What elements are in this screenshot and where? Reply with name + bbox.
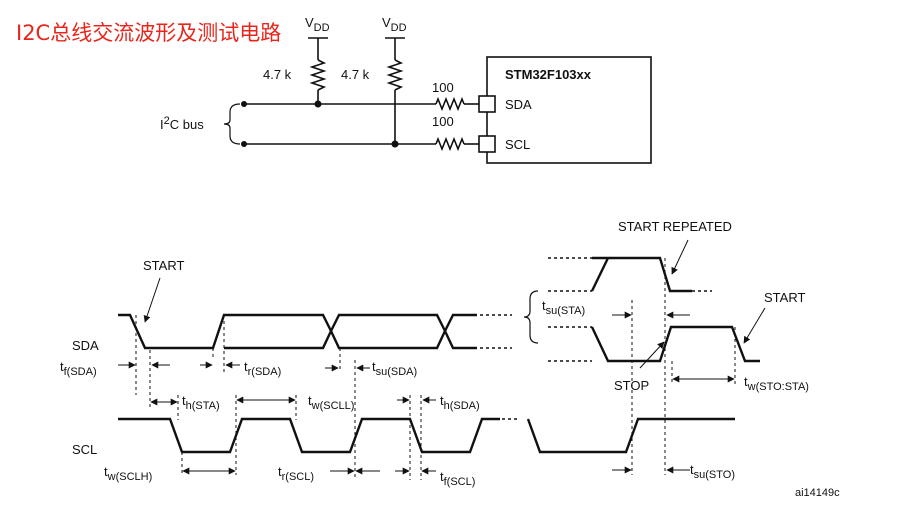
param-tw-scll: tw(SCLL) (308, 393, 354, 412)
pin-box-scl (478, 135, 496, 153)
sda-rs-rise (590, 257, 610, 292)
param-tf-scl: tf(SCL) (440, 469, 475, 488)
series-label-scl: 100 (432, 114, 454, 129)
param-tr-scl: tr(SCL) (278, 464, 314, 483)
sda-junction (314, 100, 322, 108)
vdd-label-2: VDD (382, 15, 407, 34)
pointer-stop (639, 341, 665, 369)
param-th-sda: th(SDA) (440, 393, 480, 412)
param-tw-sto-sta: tw(STO:STA) (744, 374, 809, 393)
param-tsu-sto: tsu(STO) (690, 462, 735, 481)
series-resistor-scl (435, 136, 465, 152)
sda-waveform-upper (118, 313, 477, 350)
pin-label-scl: SCL (505, 137, 530, 152)
vdd-label-1: VDD (305, 15, 330, 34)
param-tr-sda: tr(SDA) (244, 359, 281, 378)
figure-id: ai14149c (795, 487, 840, 499)
pointer-start-repeated (671, 239, 689, 275)
scl-waveform-left (118, 417, 500, 454)
label-start-repeated: START REPEATED (618, 219, 732, 234)
param-tf-sda: tf(SDA) (60, 359, 97, 378)
param-tw-sclh: tw(SCLH) (104, 464, 152, 483)
bus-label: I2C bus (160, 115, 204, 132)
test-circuit: VDD 4.7 k VDD 4.7 k 100 100 I2C bus STM3… (160, 15, 652, 164)
scl-waveform-right (526, 417, 735, 454)
pin-box-sda (478, 95, 496, 113)
param-tsu-sda: tsu(SDA) (372, 359, 417, 378)
sda-waveform-lower (224, 313, 477, 350)
bus-brace (223, 103, 241, 145)
sda-stop-start-waveform (590, 325, 760, 363)
timing-diagram: SDA SCL (60, 219, 809, 488)
label-start-2: START (764, 290, 805, 305)
pullup-resistor-2 (386, 59, 404, 91)
sda-variant-brace (523, 290, 539, 344)
signal-label-scl: SCL (72, 442, 97, 457)
series-label-sda: 100 (432, 80, 454, 95)
sda-rs-upper-high (592, 256, 692, 293)
label-stop: STOP (614, 378, 649, 393)
param-th-sta: th(STA) (182, 393, 220, 412)
series-resistor-sda (435, 96, 465, 112)
signal-label-sda: SDA (72, 338, 99, 353)
param-tsu-sta: tsu(STA) (542, 298, 585, 317)
pointer-start-1 (143, 277, 161, 323)
pullup-label-2: 4.7 k (341, 67, 370, 82)
pointer-start-2 (743, 307, 766, 344)
figure-title: I2C总线交流波形及测试电路 (16, 21, 281, 45)
pullup-label-1: 4.7 k (263, 67, 292, 82)
label-start-1: START (143, 258, 184, 273)
mcu-chip-name: STM32F103xx (505, 67, 592, 82)
sda-variant-brace-aux (532, 300, 538, 306)
pin-label-sda: SDA (505, 97, 532, 112)
pullup-resistor-1 (309, 59, 327, 91)
scl-junction (391, 140, 399, 148)
